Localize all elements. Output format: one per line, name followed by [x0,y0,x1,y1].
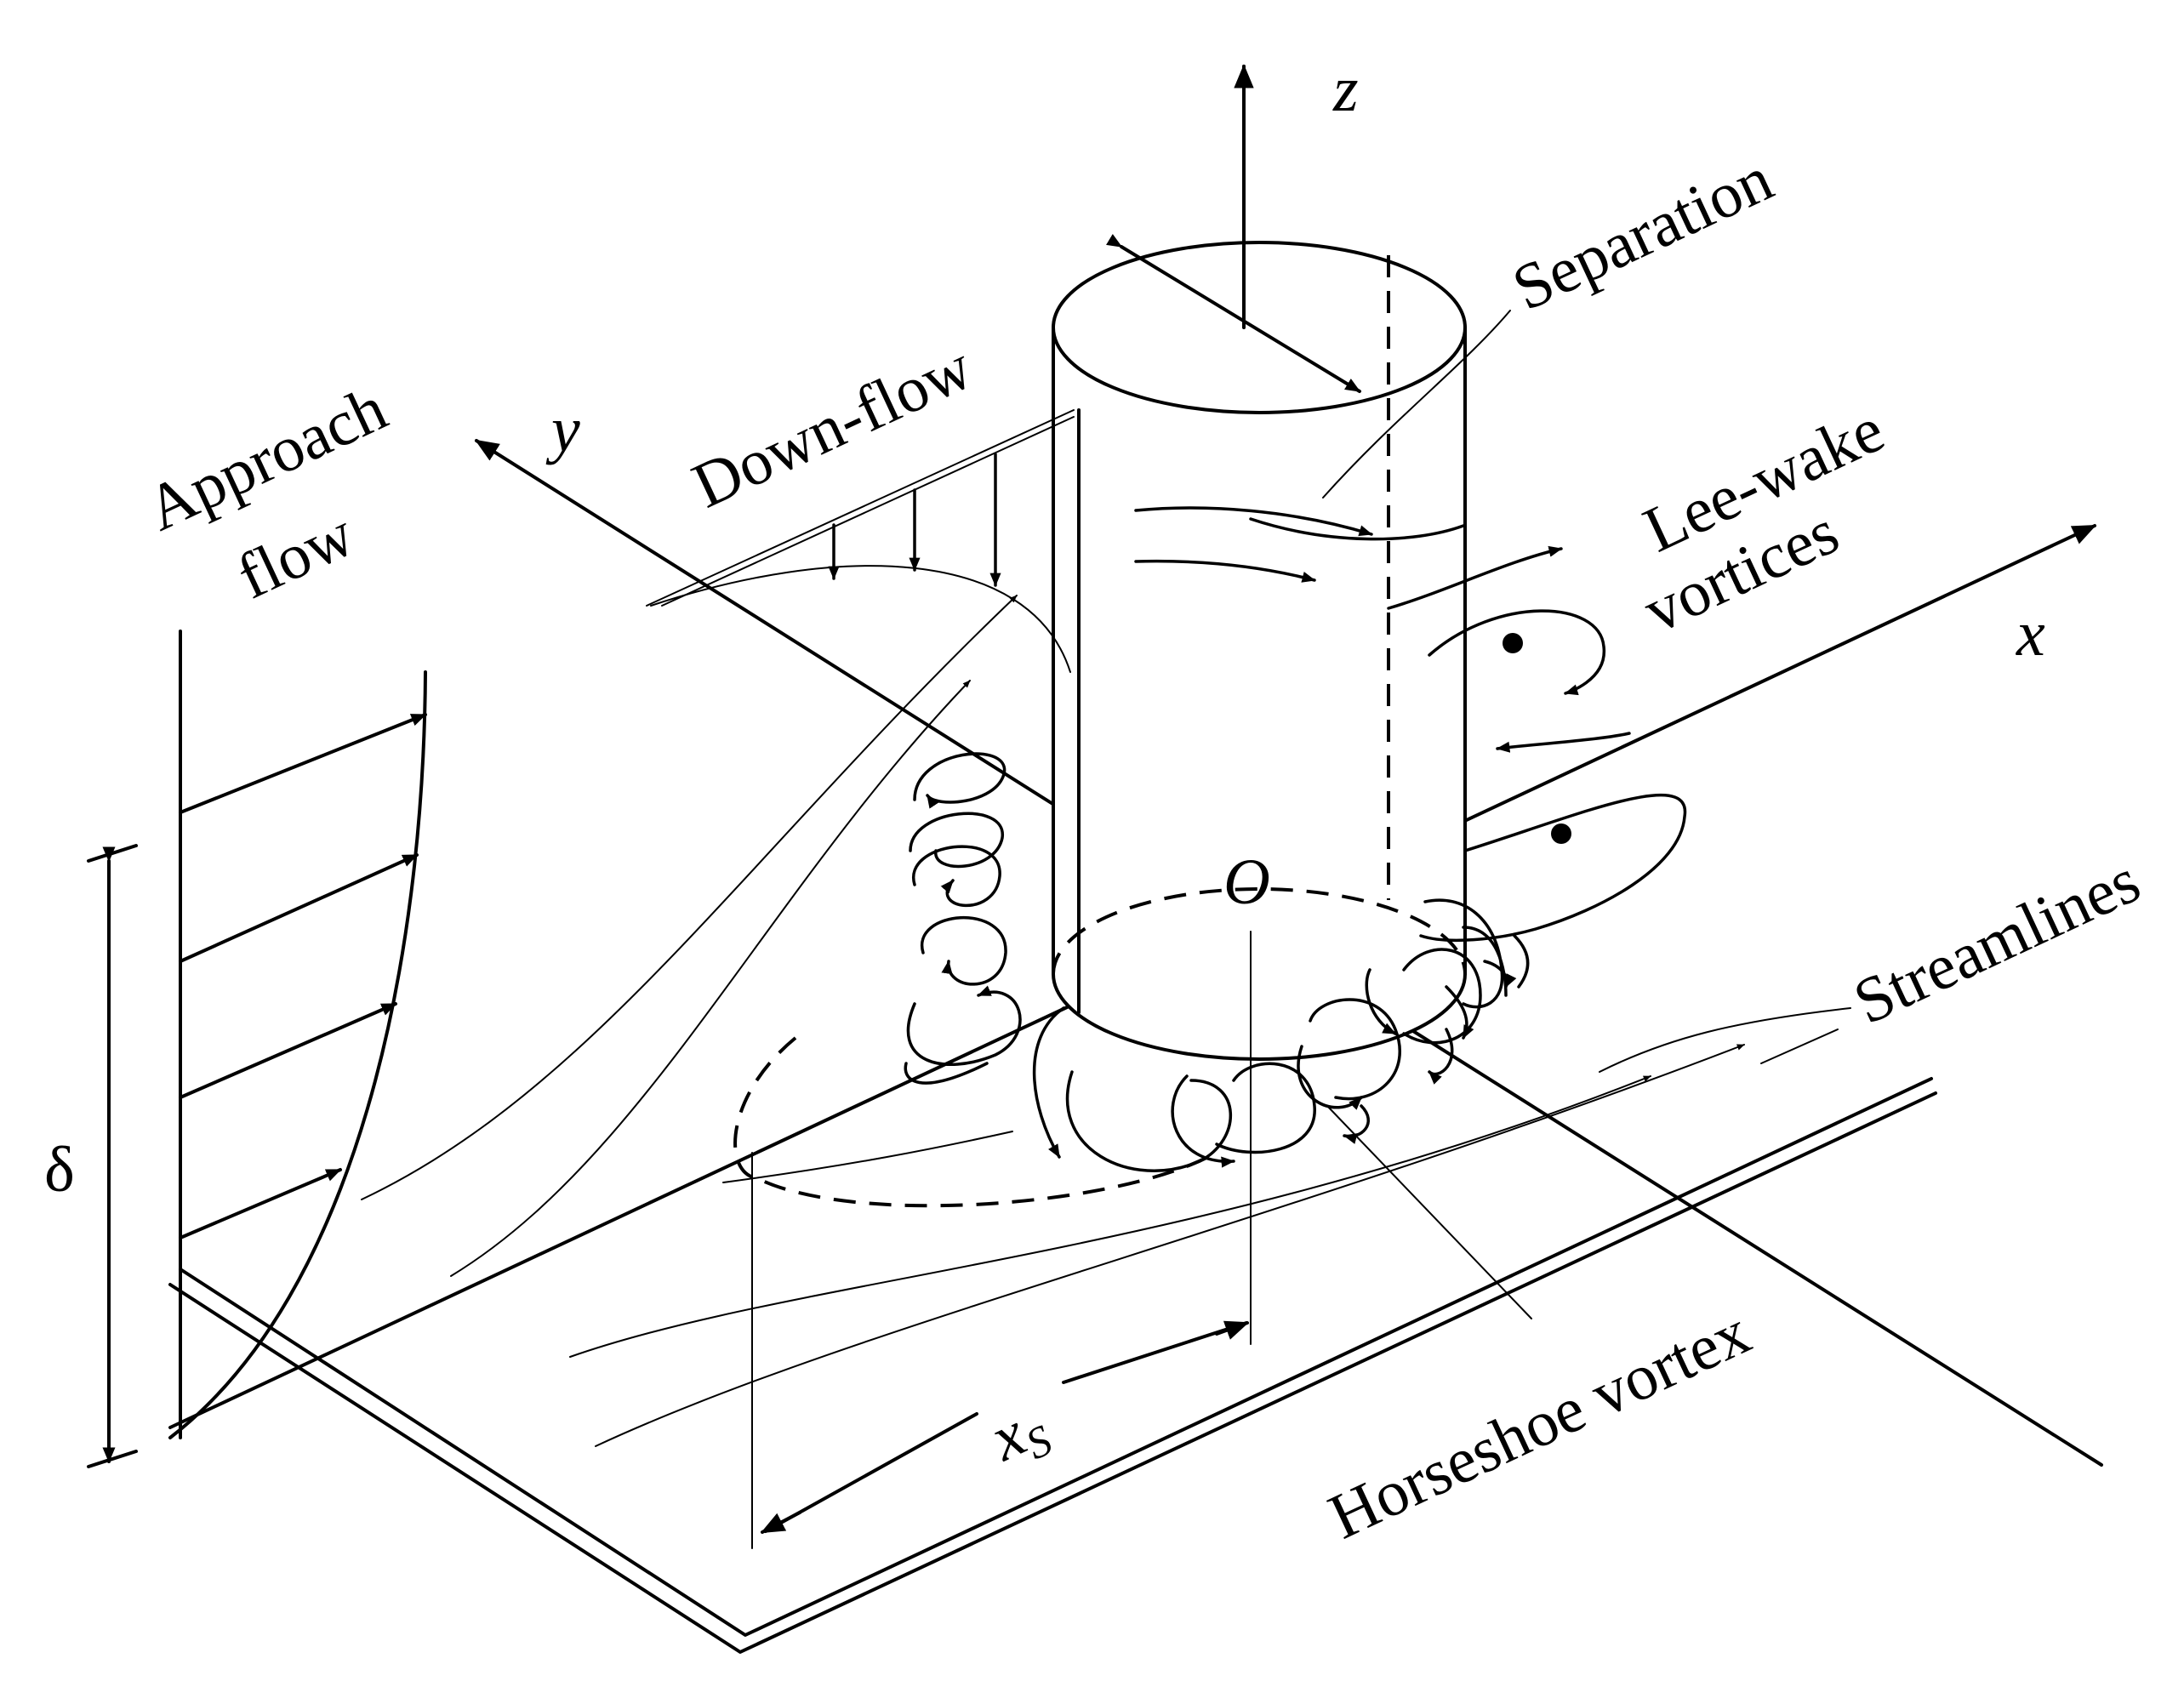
x-axis-label: x [2016,598,2045,670]
xs-dimension [751,931,1252,1549]
streamlines-label: Streamlines [1844,845,2151,1039]
delta-dimension [87,844,138,1468]
streamlines-leader [1760,1029,1839,1064]
y-axis-label: y [545,394,580,465]
lee-wake-vortices [1387,545,1687,943]
xs-label: xS [979,1388,1059,1482]
horseshoe-leader [1326,1105,1532,1319]
approach-flow-label-line1: Approach [136,373,397,545]
down-flow [646,409,1075,673]
horseshoe-vortex [733,752,1530,1208]
approach-flow-label-line2: flow [227,498,365,613]
cylinder [1052,64,1511,1061]
streamlines [361,595,1851,1447]
diameter-arrow [1106,234,1361,393]
ground-plate [168,1077,1937,1654]
origin-label: O [1223,846,1270,918]
approach-flow-profile [168,630,427,1439]
separation-label: Separation [1503,143,1783,324]
z-axis-label: z [1332,54,1359,125]
delta-label: δ [44,1134,75,1205]
down-flow-label: Down-flow [682,331,983,521]
leader-lines [1326,1029,1839,1319]
